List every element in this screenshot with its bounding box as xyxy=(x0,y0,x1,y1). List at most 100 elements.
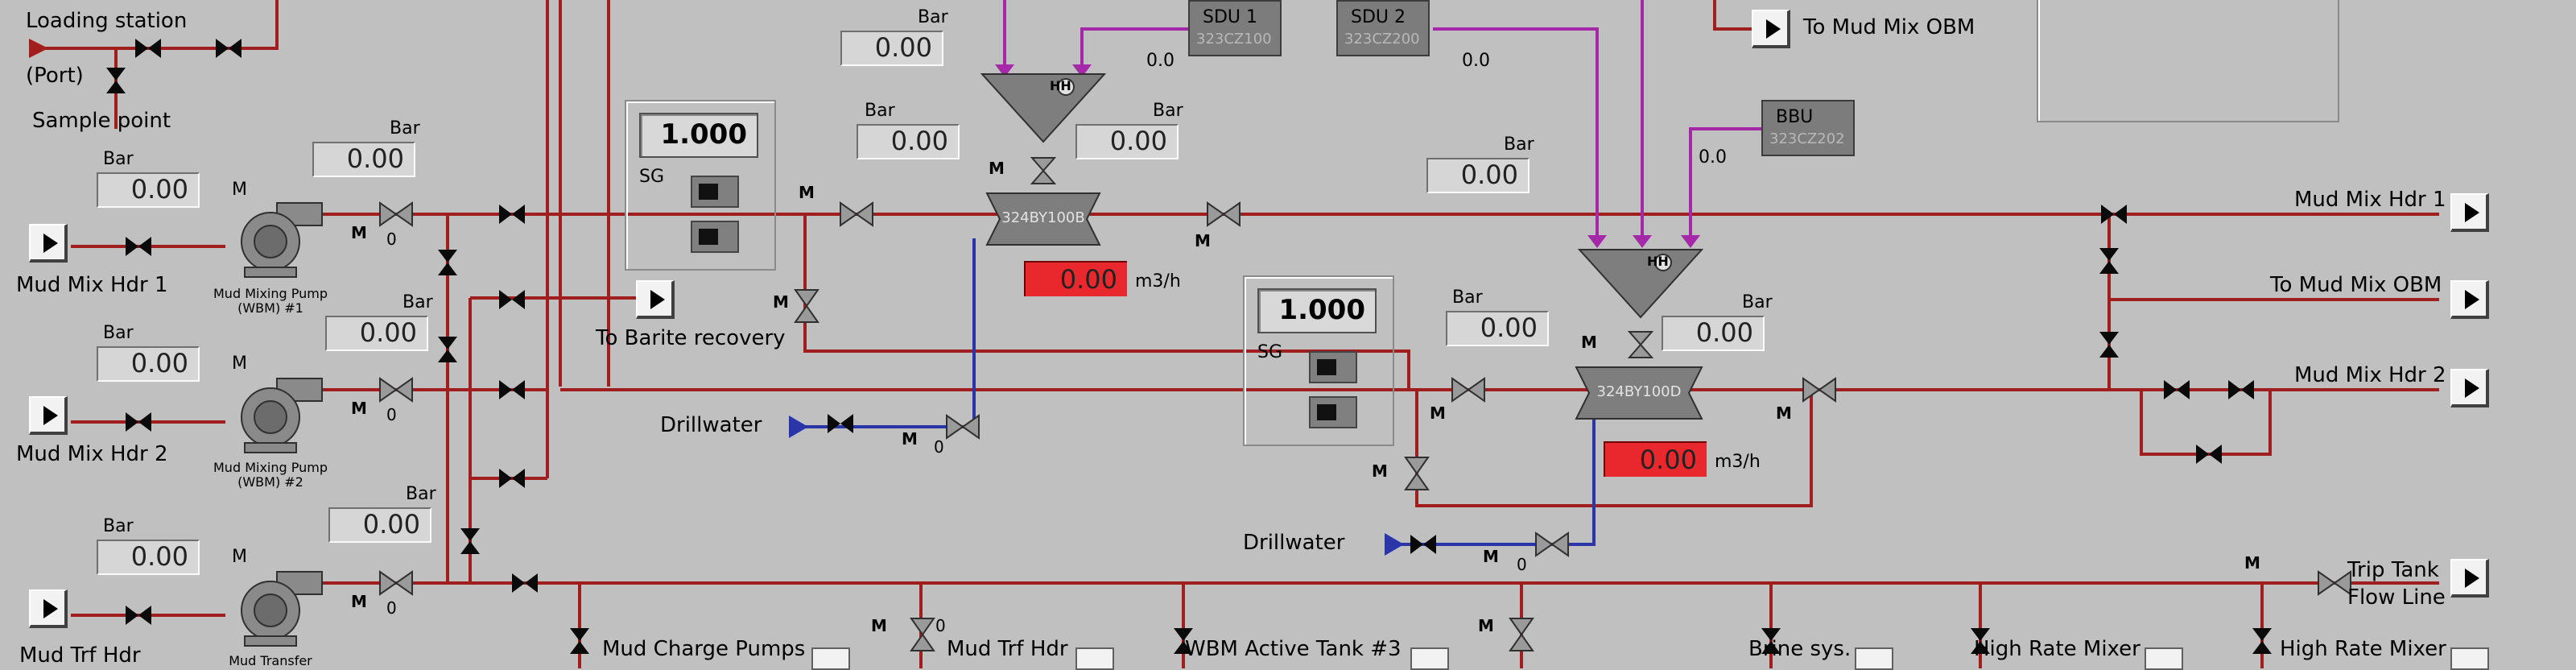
wbm-active-tank-label: WBM Active Tank #3 xyxy=(1185,638,1402,662)
drillwater-arrows xyxy=(789,416,1404,556)
hh-alarm-hopper1: HH xyxy=(1050,79,1071,93)
flow-unit-1: m3/h xyxy=(1135,271,1181,292)
m-hopper2-valve: M xyxy=(1581,335,1597,353)
m-valve-pump3: M xyxy=(351,594,367,612)
nav-to-mud-mix-obm-top[interactable] xyxy=(1752,10,1790,48)
nav-mud-mix-hdr2-left[interactable] xyxy=(29,396,68,435)
nav-barite-recovery[interactable] xyxy=(636,280,675,319)
m-hopper1-valve: M xyxy=(989,161,1005,179)
pressure-hdr1: 0.00 xyxy=(97,172,200,208)
bar-unit-mixer2-in: Bar xyxy=(1452,287,1483,308)
nav-mud-mix-hdr1-right[interactable] xyxy=(2450,193,2489,232)
bar-unit-hdr2: Bar xyxy=(103,322,134,343)
hopper-level-indicators xyxy=(1057,78,1672,271)
bar-unit-hdr1: Bar xyxy=(103,148,134,169)
m-valve-mixer2-bypass: M xyxy=(1372,464,1388,482)
hh-alarm-hopper2: HH xyxy=(1647,254,1669,269)
bar-unit-pump2: Bar xyxy=(402,292,433,312)
sdu1-unit[interactable]: SDU 1 323CZ100 xyxy=(1188,0,1282,56)
bar-unit-mixer1-out: Bar xyxy=(1153,100,1183,121)
nav-high-rate-mixer-2[interactable] xyxy=(2450,647,2489,670)
nav-mud-charge-pumps[interactable] xyxy=(811,647,850,670)
pressure-trf: 0.00 xyxy=(97,540,200,575)
bar-unit-mixer1-in: Bar xyxy=(865,100,895,121)
m-drillwater-valve-1: M xyxy=(902,432,918,449)
flow-line-label: Flow Line xyxy=(2347,586,2446,610)
sg1-toggle-a[interactable] xyxy=(691,176,739,208)
bbu-tag: 323CZ202 xyxy=(1769,132,1845,148)
nav-wbm-active-tank[interactable] xyxy=(1410,647,1449,670)
sdu2-unit[interactable]: SDU 2 323CZ200 xyxy=(1336,0,1430,56)
bulk-arrowheads xyxy=(995,64,1700,248)
sg-panel-2: 1.000 SG xyxy=(1243,275,1394,446)
pressure-top: 0.00 xyxy=(840,31,943,66)
mud-mix-hdr2-left-label: Mud Mix Hdr 2 xyxy=(16,443,168,467)
pumps xyxy=(241,202,323,647)
zero-drillwater-valve-1: 0 xyxy=(934,440,944,457)
sdu1-value: 0.0 xyxy=(1146,50,1174,71)
m-label-pump3: M xyxy=(232,546,247,567)
m-valve-pump2: M xyxy=(351,401,367,419)
pressure-right-top: 0.00 xyxy=(1426,158,1530,193)
zero-valve-mud-trf: 0 xyxy=(935,618,946,636)
nav-brine-sys[interactable] xyxy=(1855,647,1893,670)
m-valve-mixer1-in: M xyxy=(799,185,815,203)
brine-sys-label: Brine sys. xyxy=(1748,638,1852,662)
mixer1-tag: 324BY100B xyxy=(1001,211,1085,227)
m-valve-mixer1-out: M xyxy=(1195,234,1211,251)
sg2-toggle-b[interactable] xyxy=(1309,396,1357,428)
nav-high-rate-mixer-1[interactable] xyxy=(2145,647,2183,670)
pump2-label: Mud Mixing Pump (WBM) #2 xyxy=(213,461,328,490)
zero-valve-pump1: 0 xyxy=(386,232,397,250)
pressure-pump3-out: 0.00 xyxy=(328,507,431,543)
loading-station-arrow xyxy=(29,39,48,58)
sg-label-2: SG xyxy=(1257,341,1283,362)
to-barite-recovery-label: To Barite recovery xyxy=(596,327,786,351)
bulk-pipes xyxy=(1003,0,1765,245)
mud-trf-hdr-left-label: Mud Trf Hdr xyxy=(19,644,141,668)
sg2-toggle-a[interactable] xyxy=(1309,351,1357,383)
pressure-mixer2-in: 0.00 xyxy=(1446,311,1549,346)
pressure-mixer2-out: 0.00 xyxy=(1662,316,1765,351)
bar-unit-mixer2-out: Bar xyxy=(1742,292,1773,312)
sg-value-2: 1.000 xyxy=(1257,288,1377,333)
m-valve-mixer1-bypass: M xyxy=(773,295,789,312)
m-label-pump1: M xyxy=(232,179,247,200)
sg1-toggle-b[interactable] xyxy=(691,221,739,253)
sdu1-name: SDU 1 xyxy=(1203,6,1257,27)
flow-alarm-1: 0.00 xyxy=(1024,261,1127,296)
nav-mud-trf-hdr-left[interactable] xyxy=(29,589,68,628)
nav-mud-mix-hdr2-right[interactable] xyxy=(2450,369,2489,407)
flow-unit-2: m3/h xyxy=(1715,451,1761,472)
sdu2-value: 0.0 xyxy=(1462,50,1490,71)
sdu1-tag: 323CZ100 xyxy=(1196,32,1272,48)
sdu2-tag: 323CZ200 xyxy=(1344,32,1420,48)
zero-valve-pump2: 0 xyxy=(386,407,397,425)
mud-mix-hdr1-right-label: Mud Mix Hdr 1 xyxy=(2294,188,2446,213)
to-mud-mix-obm-right-label: To Mud Mix OBM xyxy=(2270,274,2442,298)
nav-trip-tank[interactable] xyxy=(2450,559,2489,598)
pressure-mixer1-out: 0.00 xyxy=(1075,124,1179,159)
sg-panel-1: 1.000 SG xyxy=(625,100,776,271)
bar-unit-right-top: Bar xyxy=(1504,134,1534,155)
zero-drillwater-valve-2: 0 xyxy=(1517,557,1527,575)
flow-alarm-2: 0.00 xyxy=(1604,441,1707,477)
pressure-mixer1-in: 0.00 xyxy=(857,124,960,159)
mud-charge-pumps-label: Mud Charge Pumps xyxy=(602,638,806,662)
bar-unit-trf: Bar xyxy=(103,515,134,536)
m-valve-mixer2-out: M xyxy=(1776,406,1792,424)
bar-unit-pump1: Bar xyxy=(390,118,420,139)
nav-mud-mix-hdr1-left[interactable] xyxy=(29,224,68,263)
trip-tank-label: Trip Tank xyxy=(2347,559,2439,583)
sg-label-1: SG xyxy=(639,166,665,187)
bbu-unit[interactable]: BBU 323CZ202 xyxy=(1761,100,1855,156)
high-rate-mixer-1-label: High Rate Mixer xyxy=(1974,638,2140,662)
m-valve-wbm-tank: M xyxy=(1478,618,1494,636)
nav-mud-trf-hdr-bottom[interactable] xyxy=(1075,647,1114,670)
drillwater-label-1: Drillwater xyxy=(660,414,762,438)
sample-point-label: Sample point xyxy=(32,110,171,134)
mud-mix-hdr1-left-label: Mud Mix Hdr 1 xyxy=(16,274,168,298)
nav-to-mud-mix-obm-right[interactable] xyxy=(2450,280,2489,319)
loading-station-label: Loading station xyxy=(26,10,188,34)
mixer2-tag: 324BY100D xyxy=(1596,385,1682,401)
